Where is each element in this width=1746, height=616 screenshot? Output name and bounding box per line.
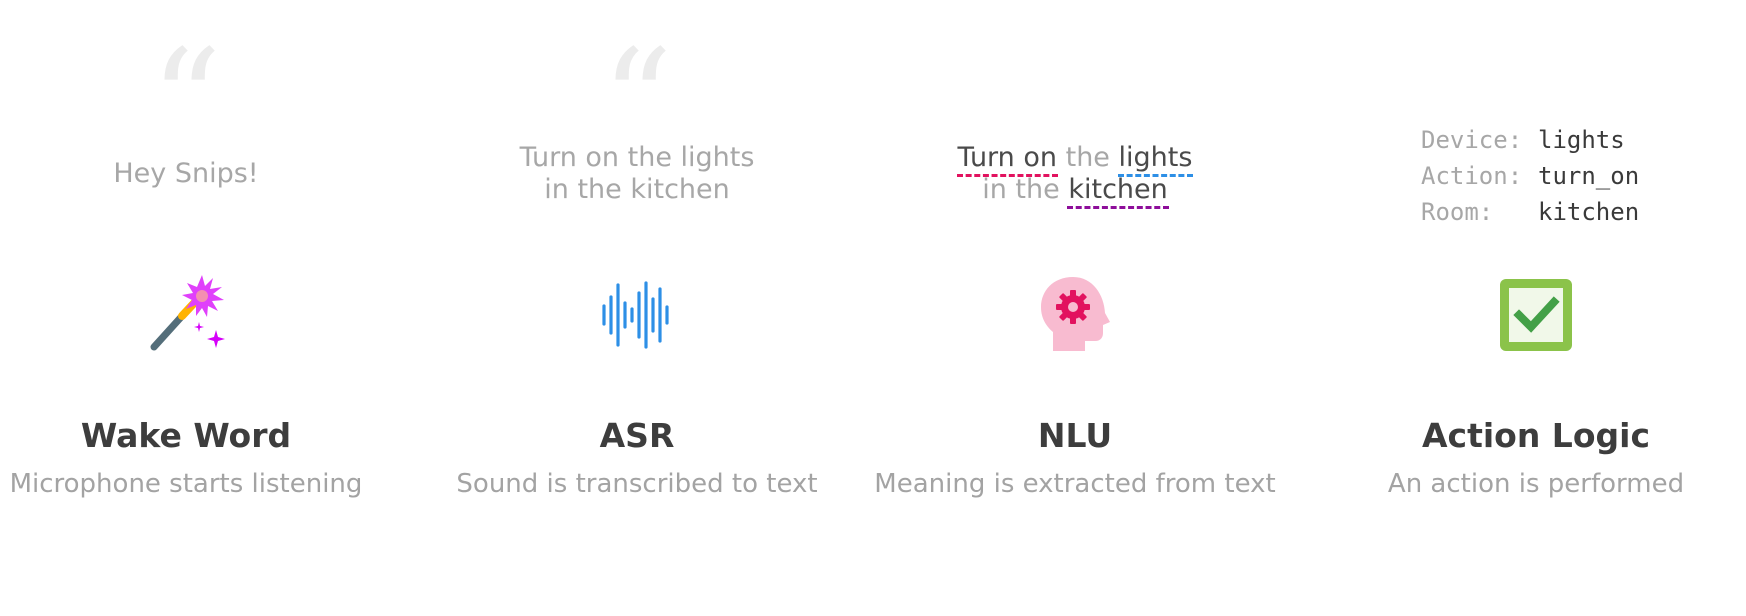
asr-utterance: Turn on the lights in the kitchen xyxy=(437,142,837,206)
nlu-utterance: Turn on the lights in the kitchen xyxy=(875,142,1275,209)
stage-description: Meaning is extracted from text xyxy=(874,469,1276,499)
action-token: Turn on xyxy=(956,142,1059,177)
sound-wave-icon xyxy=(597,275,677,355)
slot-key: Device: xyxy=(1421,126,1523,154)
slot-row: Room: kitchen xyxy=(1421,194,1639,230)
slot-value: turn_on xyxy=(1538,162,1640,190)
checkbox-icon xyxy=(1496,275,1576,355)
stage-nlu: Turn on the lights in the kitchen NLU Me… xyxy=(874,0,1275,616)
slot-value: lights xyxy=(1538,126,1625,154)
plain-token: the xyxy=(1065,142,1110,173)
plain-token: in the xyxy=(982,174,1060,205)
slot-key: Room: xyxy=(1421,198,1494,226)
slot-value: kitchen xyxy=(1538,198,1640,226)
wake-utterance: Hey Snips! xyxy=(113,158,259,189)
magic-wand-icon xyxy=(146,275,226,355)
stage-title: NLU xyxy=(1037,416,1113,455)
nlu-utterance-line: in the kitchen xyxy=(875,174,1275,209)
brain-gear-icon xyxy=(1035,275,1115,355)
stage-description: An action is performed xyxy=(1387,469,1685,499)
room-token: kitchen xyxy=(1067,174,1170,209)
stage-asr: “ Turn on the lights in the kitchen ASR … xyxy=(437,0,837,616)
slot-list: Device: lights Action: turn_on Room: kitche… xyxy=(1421,122,1639,230)
stage-wake-word: “ Hey Snips! Wake Word Microphone starts… xyxy=(0,0,386,616)
quote-mark-icon: “ xyxy=(150,32,222,142)
quote-mark-icon: “ xyxy=(601,32,673,142)
stage-description: Sound is transcribed to text xyxy=(456,469,818,499)
asr-utterance-line: Turn on the lights xyxy=(519,142,755,173)
device-token: lights xyxy=(1117,142,1194,177)
stage-action-logic: Device: lights Action: turn_on Room: kitche… xyxy=(1336,0,1736,616)
slot-row: Device: lights xyxy=(1421,122,1639,158)
slot-row: Action: turn_on xyxy=(1421,158,1639,194)
stage-title: Action Logic xyxy=(1421,416,1651,455)
stage-title: Wake Word xyxy=(80,416,292,455)
stage-description: Microphone starts listening xyxy=(9,469,363,499)
asr-utterance-line: in the kitchen xyxy=(544,174,730,205)
nlu-utterance-line: Turn on the lights xyxy=(875,142,1275,177)
slot-key: Action: xyxy=(1421,162,1523,190)
stage-title: ASR xyxy=(599,416,675,455)
